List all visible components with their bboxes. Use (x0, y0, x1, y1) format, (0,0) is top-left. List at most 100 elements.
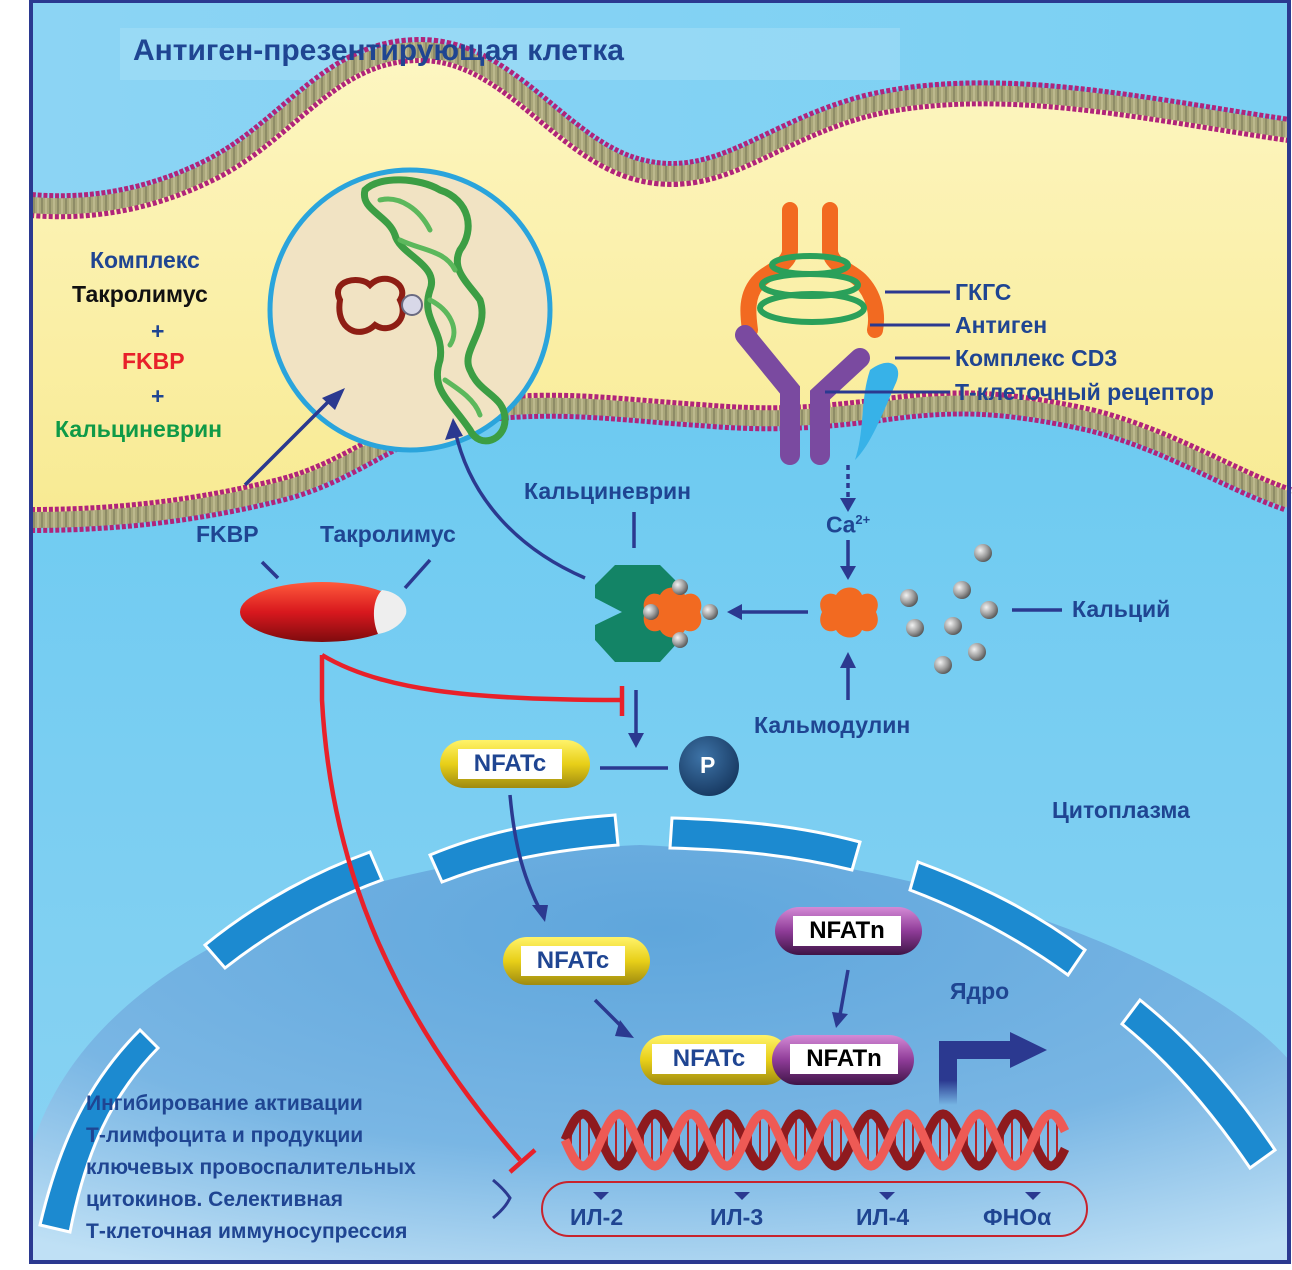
arrow-calcineurin-to-inset (453, 429, 586, 580)
label-calcium-ion: Ca2+ (826, 513, 870, 537)
label-nucleus: Ядро (950, 978, 1010, 1004)
tcell-membrane-lipid (30, 395, 1292, 528)
gene-region-box (541, 1181, 1088, 1237)
nuclear-envelope-segment (428, 813, 620, 884)
calcium-ion (974, 544, 992, 562)
label-tacrolimus: Такролимус (320, 521, 456, 547)
complex-tacrolimus: Такролимус (72, 281, 208, 307)
label-phosphate: P (700, 752, 716, 778)
label-cd3: Комплекс CD3 (955, 345, 1118, 371)
arrowhead (727, 604, 742, 620)
dna-helix (560, 1109, 1070, 1171)
outcome-line: ключевых провоспалительных (86, 1156, 416, 1179)
calcium-ion (953, 581, 971, 599)
fkbp-capsule (240, 582, 404, 642)
calcium-ion (980, 601, 998, 619)
outcome-description: Ингибирование активации Т-лимфоцита и пр… (86, 1088, 416, 1248)
phosphate-group (679, 736, 739, 796)
outcome-line: Ингибирование активации (86, 1092, 363, 1115)
gene-marker (1025, 1192, 1041, 1200)
calcium-ion (906, 619, 924, 637)
arrow-nfatn-to-complex (838, 969, 850, 1016)
fkbp-tacrolimus-molecule (240, 582, 407, 642)
calcium-ion (643, 604, 659, 620)
arrowhead (445, 418, 463, 440)
apc-membrane-lipid (30, 41, 1291, 215)
free-calcium-ions (900, 544, 998, 674)
diagram-title: Антиген-презентирующая клетка (133, 34, 624, 67)
ca-symbol: Ca (826, 511, 856, 538)
gene-il2: ИЛ-2 (570, 1204, 624, 1230)
inhibit-transcription-line (319, 655, 522, 1162)
inhibition-lines (319, 653, 625, 1174)
calcineurin-shape (595, 565, 680, 662)
label-calcium: Кальций (1072, 596, 1171, 622)
nfatc-nucleus-label: NFATc (521, 946, 625, 976)
inhibit-transcription-bar (508, 1148, 537, 1174)
arrowhead (322, 388, 345, 410)
arrowhead (840, 566, 856, 580)
gene-tnfa: ФНОα (983, 1204, 1052, 1230)
gene-marker (734, 1192, 750, 1200)
arrowhead (840, 498, 856, 512)
tcr-chains (735, 325, 870, 465)
calcium-ion (672, 579, 688, 595)
nuclear-envelope-segment (202, 850, 385, 971)
arrowhead (832, 1012, 848, 1028)
gene-markers (593, 1192, 1041, 1200)
title-panel (120, 28, 900, 80)
calcium-ion (900, 589, 918, 607)
complex-heading: Комплекс (90, 247, 200, 273)
nuclear-envelope-segment (1119, 997, 1278, 1171)
outcome-brace (492, 1178, 512, 1220)
complex-fkbp: FKBP (122, 348, 185, 374)
fkbp-ribbon (335, 275, 406, 335)
label-antigen: Антиген (955, 312, 1048, 338)
complex-nfatc-label: NFATc (652, 1044, 766, 1074)
calcium-ion (944, 617, 962, 635)
inhibit-calcineurin-line (320, 653, 621, 703)
diagram-frame (29, 0, 1291, 1264)
label-cytoplasm: Цитоплазма (1052, 797, 1190, 823)
protein-structure (335, 176, 509, 445)
outcome-line: Т-клеточная иммуносупрессия (86, 1220, 408, 1243)
outcome-line: цитокинов. Селективная (86, 1188, 343, 1211)
complex-nfatn-label: NFATn (790, 1044, 898, 1074)
arrow-nfatc-to-nucleus (508, 794, 542, 911)
label-mhc: ГКГС (955, 279, 1012, 305)
cd3-complex (855, 362, 899, 460)
nuclear-envelope-segment (908, 860, 1088, 978)
calcineurin-complex (595, 565, 718, 662)
label-calmodulin: Кальмодулин (754, 712, 911, 738)
calcium-ion (934, 656, 952, 674)
label-tcr: Т-клеточный рецептор (955, 379, 1214, 405)
tacrolimus-cap (373, 590, 407, 634)
dna-strand-front (560, 1109, 1070, 1171)
calcineurin-ribbon-detail (377, 196, 483, 418)
receptor-leader-lines (825, 290, 950, 394)
arrowhead (532, 905, 548, 922)
nuclear-envelope (38, 813, 1278, 1234)
nuclear-envelope-segment (38, 1027, 161, 1234)
complex-plus: + (151, 318, 165, 344)
calcium-ion (702, 604, 718, 620)
calmodulin-bound (643, 587, 702, 638)
nuclear-envelope-segment (668, 816, 862, 872)
antigen-coil (757, 253, 867, 325)
gene-marker (593, 1192, 609, 1200)
arrowhead (615, 1020, 634, 1038)
connector-tacrolimus (403, 558, 432, 590)
arrowhead (628, 733, 644, 748)
nfatc-cytoplasm-label: NFATc (458, 749, 562, 779)
pathway-arrows (243, 398, 1062, 1032)
complex-calcineurin: Кальциневрин (55, 416, 223, 442)
gene-marker (879, 1192, 895, 1200)
transcription-arrow-head (1010, 1032, 1047, 1068)
calcineurin-ribbon (360, 176, 509, 445)
transcription-arrow-shaft (939, 1041, 1012, 1105)
calcium-ion (968, 643, 986, 661)
arrowhead (840, 652, 856, 668)
tacrolimus-molecule (401, 294, 423, 316)
